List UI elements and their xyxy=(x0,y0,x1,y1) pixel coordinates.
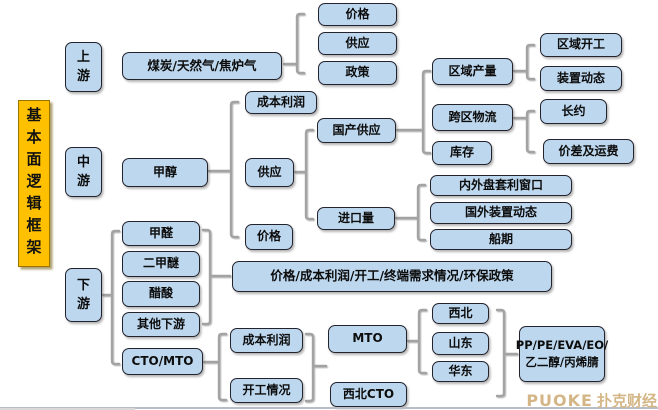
node-northwest: 西北 xyxy=(432,303,489,324)
node-shipping-schedule: 船期 xyxy=(430,229,572,250)
node-spread-freight: 价差及运费 xyxy=(543,139,634,164)
bracket-methanol-children xyxy=(207,100,240,239)
node-cross-region-logistics: 跨区物流 xyxy=(432,104,513,131)
node-upstream: 上游 xyxy=(65,42,102,92)
bracket-import-children xyxy=(394,183,427,242)
bracket-ctomto-children xyxy=(202,332,228,402)
node-regional-operation: 区域开工 xyxy=(540,33,622,57)
node-formaldehyde: 甲醛 xyxy=(122,221,200,246)
bottom-divider xyxy=(0,407,658,409)
bracket-regions-merge xyxy=(495,308,519,398)
node-ctomto-cost-profit: 成本利润 xyxy=(230,328,303,353)
node-arbitrage-window: 内外盘套利窗口 xyxy=(430,175,572,196)
node-downstream-factors: 价格/成本利润/开工/终端需求情况/环保政策 xyxy=(232,261,552,292)
bracket-coal-factors xyxy=(282,12,306,75)
node-northwest-cto: 西北CTO xyxy=(330,382,407,407)
node-inventory: 库存 xyxy=(432,141,492,165)
puoke-logo-chinese: 扑克财经 xyxy=(596,391,657,410)
node-downstream: 下游 xyxy=(65,268,102,322)
node-regional-output: 区域产量 xyxy=(432,58,513,85)
node-supply: 供应 xyxy=(245,158,294,187)
node-long-term-contract: 长约 xyxy=(540,99,607,124)
node-import-volume: 进口量 xyxy=(317,207,395,230)
node-domestic-supply: 国产供应 xyxy=(317,118,396,143)
node-dme: 二甲醚 xyxy=(122,251,200,277)
node-plant-dynamics: 装置动态 xyxy=(540,66,622,91)
node-upstream-supply: 供应 xyxy=(318,32,397,55)
node-methanol: 甲醇 xyxy=(122,158,208,187)
bracket-products-merge xyxy=(201,228,232,326)
node-olefin-products: PP/PE/EVA/EO/乙二醇/丙烯腈 xyxy=(516,326,608,382)
node-cto-mto: CTO/MTO xyxy=(122,348,203,375)
node-coal-gas: 煤炭/天然气/焦炉气 xyxy=(122,52,282,80)
bracket-supply-children xyxy=(293,128,315,221)
node-shandong: 山东 xyxy=(432,332,489,355)
node-mto: MTO xyxy=(328,325,407,353)
node-other-downstream: 其他下游 xyxy=(122,312,200,337)
puoke-logo-latin: PUOKE xyxy=(526,390,593,410)
node-foreign-plant-dynamics: 国外装置动态 xyxy=(430,202,572,224)
puoke-logo: PUOKE 扑克财经 xyxy=(512,390,657,410)
node-cost-profit: 成本利润 xyxy=(245,91,317,114)
bracket-downstream-children xyxy=(101,229,121,366)
node-operation-status: 开工情况 xyxy=(230,378,303,403)
node-acetic-acid: 醋酸 xyxy=(122,281,200,307)
bottom-divider-left-segment xyxy=(0,408,135,410)
node-east-china: 华东 xyxy=(432,361,489,382)
frame-title: 基本面逻辑框架 xyxy=(18,100,50,267)
node-upstream-price: 价格 xyxy=(318,3,397,26)
node-upstream-policy: 政策 xyxy=(318,61,397,85)
node-midstream: 中游 xyxy=(65,147,102,197)
bracket-costprofit-merge xyxy=(304,332,328,403)
bracket-domestic-children xyxy=(395,69,432,155)
bracket-regional-output-children xyxy=(512,43,536,81)
bracket-logistics-children xyxy=(512,109,536,154)
bracket-mto-regions xyxy=(406,308,428,375)
node-price: 价格 xyxy=(245,224,293,250)
